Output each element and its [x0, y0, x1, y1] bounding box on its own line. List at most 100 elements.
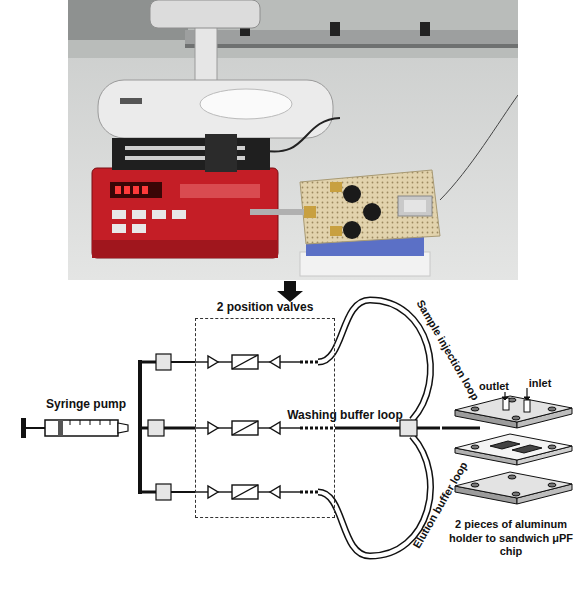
node-text: Syringe pump [46, 397, 126, 411]
chip-holder-drawing [503, 398, 509, 410]
valve-symbol [195, 427, 208, 428]
chip-holder-drawing [548, 407, 556, 411]
setup-photo [142, 186, 148, 194]
chip-holder-drawing [490, 441, 520, 449]
chip-holder-drawing [508, 475, 516, 479]
setup-photo [343, 185, 361, 203]
tube-end [300, 362, 335, 492]
valve-symbol [218, 427, 232, 428]
setup-photo [68, 0, 518, 280]
syringe-pump: Syringe pump [30, 397, 142, 443]
setup-photo [330, 226, 342, 236]
syringe-symbol [100, 420, 101, 425]
chip-holder-drawing [524, 400, 530, 412]
loop-label: Washing buffer loop [287, 409, 403, 422]
valve-symbol [232, 485, 258, 499]
valve-symbol [280, 361, 300, 362]
setup-photo [205, 134, 237, 172]
manifold-pipes [140, 361, 156, 364]
syringe-symbol [58, 420, 63, 436]
setup-photo [132, 210, 146, 219]
port-label: outlet [479, 380, 509, 392]
chip-holder-drawing [455, 434, 572, 460]
valve-symbol [270, 422, 280, 434]
setup-photo [440, 95, 518, 200]
valve-symbol [208, 422, 218, 434]
setup-photo [200, 89, 292, 119]
setup-photo [404, 200, 426, 212]
manifold-pipes [140, 354, 195, 500]
valve-symbol [195, 355, 300, 499]
manifold-pipes [138, 360, 142, 494]
syringe-symbol [90, 420, 91, 425]
loop-label: Sample injection loop [414, 298, 481, 403]
setup-photo [68, 0, 518, 280]
valve-symbol [232, 355, 258, 369]
setup-photo [133, 186, 139, 194]
valve-symbol [270, 486, 280, 498]
setup-photo [150, 0, 260, 28]
tube-end [300, 427, 335, 430]
chip-holder-drawing [455, 472, 572, 498]
setup-photo [112, 224, 126, 233]
setup-photo [152, 210, 166, 219]
setup-photo [330, 182, 342, 192]
tube-connector [335, 427, 440, 430]
syringe-symbol [21, 418, 128, 438]
setup-photo [250, 209, 305, 215]
setup-photo [185, 30, 518, 46]
valve-symbol [270, 356, 280, 368]
junction-block [148, 420, 164, 436]
setup-photo [132, 224, 146, 233]
setup-photo [112, 138, 270, 170]
chip-holder-drawing [502, 397, 508, 400]
setup-photo [398, 196, 432, 216]
manifold-pipes [156, 484, 171, 500]
chip-holder-drawing [442, 427, 480, 430]
chip-holder-drawing [442, 388, 572, 504]
setup-photo [363, 203, 381, 221]
syringe-symbol [118, 423, 128, 433]
valve-symbol [195, 491, 208, 492]
valve-symbol [232, 421, 258, 435]
valve-symbol [258, 427, 270, 428]
setup-photo [343, 221, 361, 239]
setup-photo [124, 186, 130, 194]
setup-photo [110, 182, 162, 198]
connector-group [142, 428, 440, 429]
setup-photo [120, 98, 142, 104]
chip-holder-drawing [548, 483, 556, 487]
syringe-symbol [110, 420, 111, 425]
setup-photo [180, 184, 260, 198]
setup-photo [420, 22, 430, 36]
chip-holder-drawing [512, 492, 520, 496]
chip-holder-drawing [512, 445, 542, 453]
node-text: 2 position valves [217, 300, 314, 314]
syringe-symbol [26, 427, 46, 429]
tube-end [300, 491, 318, 494]
down-arrow [277, 281, 303, 302]
manifold-pipes [171, 361, 195, 363]
setup-photo [68, 0, 518, 58]
manifold-pipes [156, 354, 171, 370]
valve-symbol [258, 491, 270, 492]
setup-photo [185, 44, 518, 48]
setup-photo [112, 210, 126, 219]
setup-photo [92, 240, 278, 258]
valve-symbol [232, 485, 258, 499]
chip-holder-drawing [471, 483, 479, 487]
valve-symbol [208, 356, 218, 368]
syringe-symbol [21, 418, 26, 438]
setup-photo [304, 206, 316, 218]
chip-holder-drawing [471, 445, 479, 449]
setup-photo [330, 22, 340, 36]
syringe-symbol [80, 420, 81, 425]
manifold-pipes [140, 491, 156, 494]
chip-holder-drawing [471, 407, 479, 411]
valve-symbol [218, 491, 232, 492]
port-label: inlet [529, 377, 552, 389]
node-text: 2 pieces of aluminum holder to sandwich … [440, 518, 582, 558]
setup-photo [98, 80, 333, 138]
